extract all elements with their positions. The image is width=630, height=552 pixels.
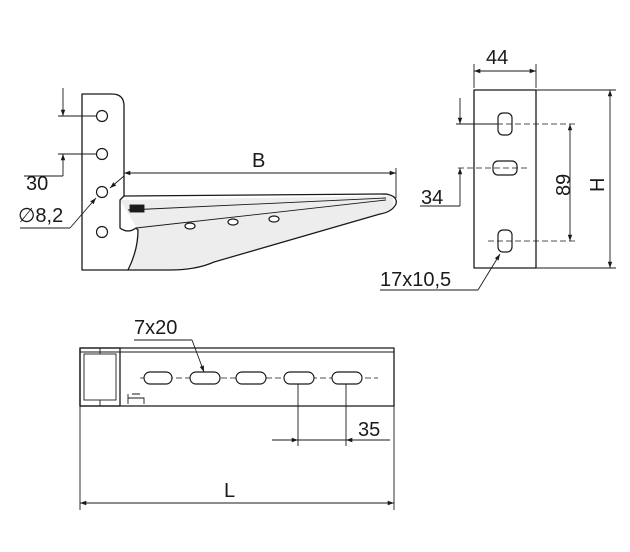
dim-L-label: L (224, 480, 235, 502)
dim-slot-top-label: 7x20 (134, 317, 177, 339)
dim-slot-end-label: 17x10,5 (380, 269, 451, 291)
top-plate-end (79, 347, 121, 407)
front-view: 44 34 89 H 17x10,5 (380, 47, 616, 291)
dim-44-label: 44 (486, 47, 508, 69)
top-slot (283, 371, 315, 385)
top-slot (189, 371, 221, 385)
dim-35-label: 35 (358, 419, 380, 441)
front-plate (473, 89, 537, 269)
dim-H-label: H (587, 178, 609, 192)
side-view-shading (120, 196, 394, 270)
arm-slot (268, 215, 280, 223)
dim-89-label: 89 (553, 174, 575, 196)
bracket-arm (123, 193, 397, 271)
arm-slot (184, 222, 196, 230)
slot-size-arrow (477, 253, 501, 291)
top-slot (143, 371, 173, 385)
top-slot (331, 371, 363, 385)
top-plate-inner (83, 353, 117, 401)
slot-top-arrow (191, 339, 205, 373)
dim-30-label: 30 (26, 173, 48, 195)
mounting-hole (95, 225, 109, 239)
dia-arrow (109, 175, 125, 189)
dia-leader-arrow (69, 197, 97, 229)
locking-clip (129, 204, 145, 213)
arm-slot (227, 218, 239, 226)
mounting-hole (95, 147, 109, 161)
arm-edge-line (127, 197, 387, 211)
dim-hole-dia-label: ∅8,2 (18, 205, 63, 227)
dim-34-label: 34 (421, 187, 443, 209)
arm-lip-line (135, 199, 387, 229)
top-clip (127, 393, 145, 404)
top-slot (235, 371, 267, 385)
side-view: 30 ∅8,2 B (18, 88, 397, 271)
mounting-hole (95, 185, 109, 199)
mounting-plate (81, 93, 139, 271)
dim-B-label: B (252, 150, 265, 172)
mounting-hole (95, 109, 109, 123)
top-view: 7x20 35 L (79, 317, 395, 510)
